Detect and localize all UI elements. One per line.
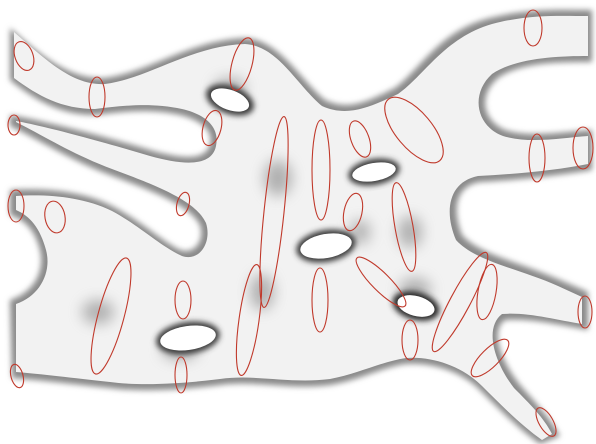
- surface-body: [10, 10, 592, 444]
